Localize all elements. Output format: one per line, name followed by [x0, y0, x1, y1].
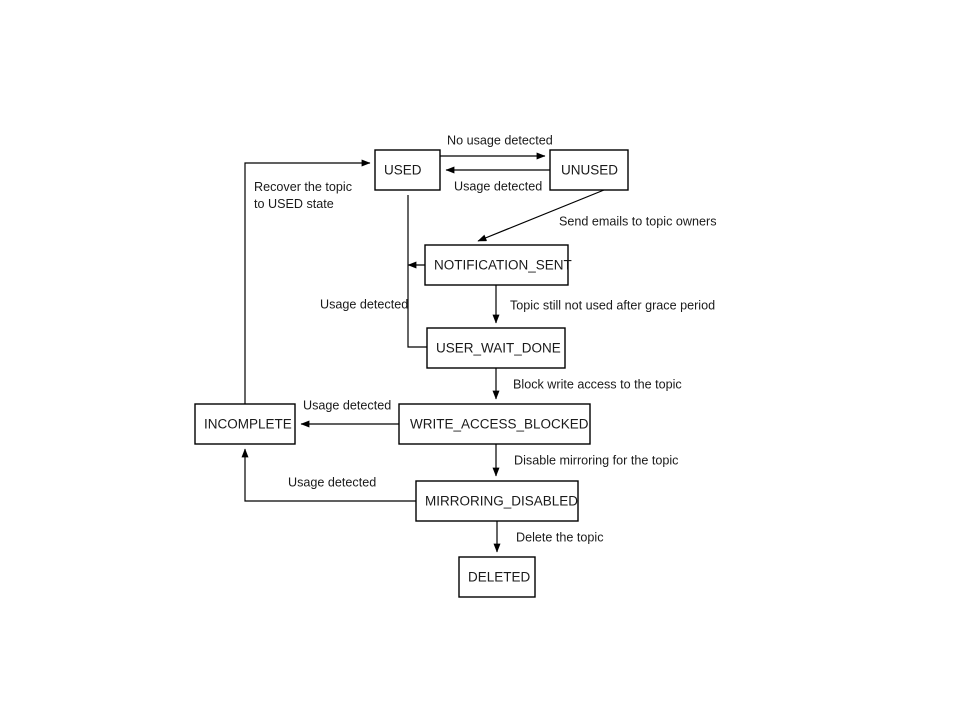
state-label-used: USED — [384, 163, 422, 178]
state-box-deleted[interactable] — [458, 556, 536, 598]
state-node-incomplete[interactable]: INCOMPLETE — [194, 403, 296, 445]
state-node-used[interactable]: USED — [374, 149, 441, 191]
edge-label-mirroring-to-deleted: Delete the topic — [516, 530, 604, 544]
edge-label-mirroring-to-incomplete: Usage detected — [288, 475, 376, 489]
edge-label-write-blocked-to-mirroring: Disable mirroring for the topic — [514, 453, 678, 467]
state-label-mirroring_disabled: MIRRORING_DISABLED — [425, 494, 578, 509]
state-node-notification_sent[interactable]: NOTIFICATION_SENT — [424, 244, 572, 286]
state-label-unused: UNUSED — [561, 163, 618, 178]
edge-unused-to-notification-sent — [477, 189, 605, 242]
state-node-deleted[interactable]: DELETED — [458, 556, 536, 598]
state-box-write_access_blocked[interactable] — [398, 403, 591, 445]
edge-label-user-wait-to-write-blocked: Block write access to the topic — [513, 377, 682, 391]
state-box-mirroring_disabled[interactable] — [415, 480, 579, 522]
state-box-notification_sent[interactable] — [424, 244, 569, 286]
edge-label-write-blocked-to-incomplete: Usage detected — [303, 398, 391, 412]
edge-mirroring-to-incomplete — [241, 448, 416, 502]
edge-label-line: Recover the topic — [254, 180, 352, 194]
edge-incomplete-to-used — [244, 159, 371, 404]
edge-label-notification-sent-to-user-wait: Topic still not used after grace period — [510, 298, 715, 312]
edge-label-incomplete-to-used: Recover the topic to USED state — [254, 180, 352, 211]
state-node-unused[interactable]: UNUSED — [549, 149, 629, 191]
state-label-user_wait_done: USER_WAIT_DONE — [436, 341, 561, 356]
state-box-incomplete[interactable] — [194, 403, 296, 445]
state-node-write_access_blocked[interactable]: WRITE_ACCESS_BLOCKED — [398, 403, 591, 445]
state-box-unused[interactable] — [549, 149, 629, 191]
nodes-layer: USED UNUSED NOTIFICATION_SENT USER_WAIT_DON… — [194, 149, 629, 598]
edge-label-notification-sent-to-used: Usage detected — [320, 297, 408, 311]
state-label-notification_sent: NOTIFICATION_SENT — [434, 258, 572, 273]
state-label-deleted: DELETED — [468, 570, 531, 585]
state-box-user_wait_done[interactable] — [426, 327, 566, 369]
edge-label-line: to USED state — [254, 197, 334, 211]
edge-label-unused-to-used: Usage detected — [454, 179, 542, 193]
state-label-write_access_blocked: WRITE_ACCESS_BLOCKED — [410, 417, 589, 432]
state-label-incomplete: INCOMPLETE — [204, 417, 292, 432]
edge-label-used-to-unused: No usage detected — [447, 133, 553, 147]
edge-label-unused-to-notification-sent: Send emails to topic owners — [559, 214, 717, 228]
state-node-mirroring_disabled[interactable]: MIRRORING_DISABLED — [415, 480, 579, 522]
state-node-user_wait_done[interactable]: USER_WAIT_DONE — [426, 327, 566, 369]
state-box-used[interactable] — [374, 149, 441, 191]
